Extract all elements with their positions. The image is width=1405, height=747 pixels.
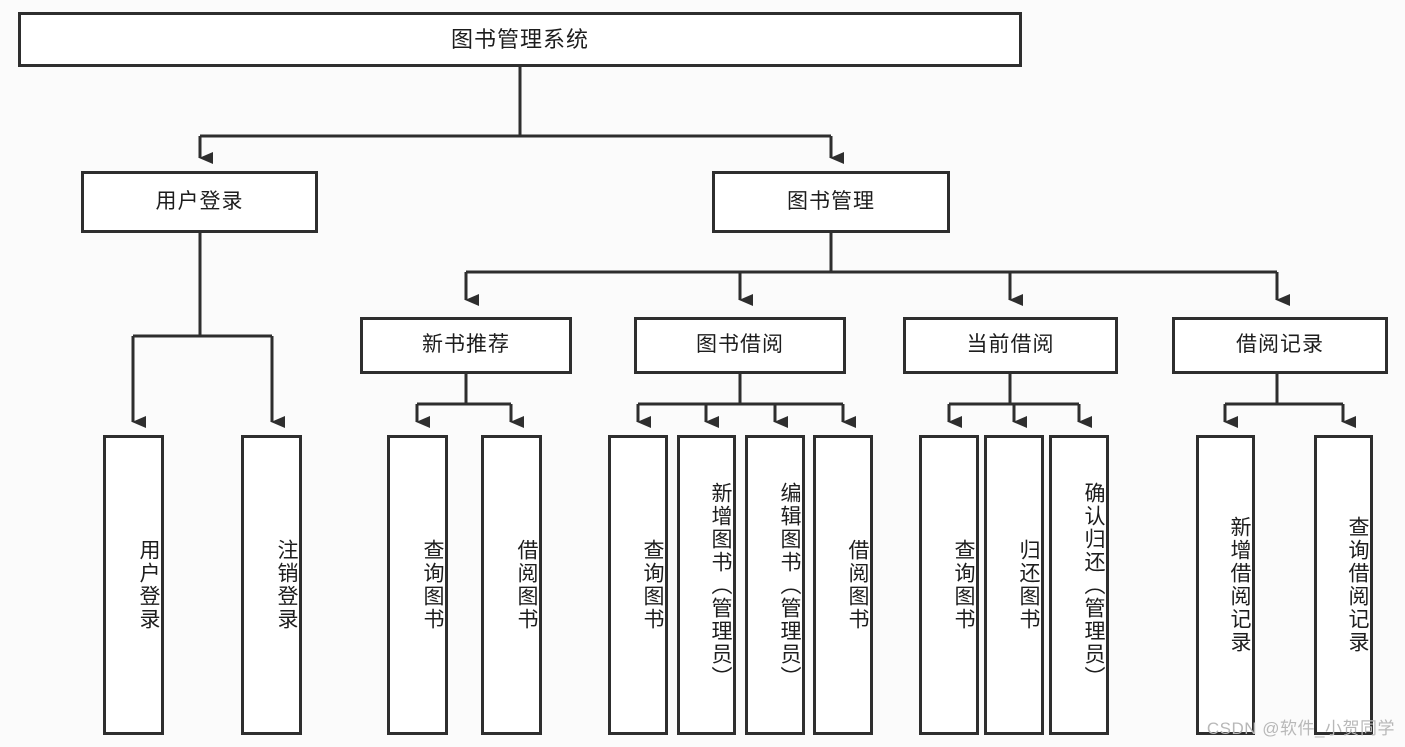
node-leaf-current-return-book-label: 归还图书 (1017, 539, 1040, 631)
node-leaf-current-query-book-label: 查询图书 (952, 539, 975, 631)
node-leaf-borrow-borrow-book[interactable]: 借阅图书 (813, 435, 873, 735)
node-book-management-label: 图书管理 (787, 189, 875, 213)
node-leaf-borrow-query-book[interactable]: 查询图书 (608, 435, 668, 735)
node-leaf-borrow-query-book-label: 查询图书 (641, 539, 664, 631)
node-leaf-record-add-label: 新增借阅记录 (1228, 516, 1251, 654)
node-leaf-borrow-add-book-label: 新增图书（管理员） (709, 481, 732, 689)
node-leaf-recommend-query-book[interactable]: 查询图书 (387, 435, 448, 735)
node-root-system[interactable]: 图书管理系统 (18, 12, 1022, 67)
node-leaf-borrow-edit-book[interactable]: 编辑图书（管理员） (745, 435, 805, 735)
node-new-book-recommend[interactable]: 新书推荐 (360, 317, 572, 374)
node-current-borrow[interactable]: 当前借阅 (903, 317, 1118, 374)
node-book-borrow-label: 图书借阅 (696, 333, 784, 357)
node-leaf-logout[interactable]: 注销登录 (241, 435, 302, 735)
node-leaf-user-login-label: 用户登录 (137, 539, 160, 631)
node-root-system-label: 图书管理系统 (450, 26, 589, 52)
node-user-login[interactable]: 用户登录 (81, 171, 318, 233)
node-leaf-current-confirm-return-label: 确认归还（管理员） (1082, 481, 1105, 689)
node-leaf-recommend-borrow-book[interactable]: 借阅图书 (481, 435, 542, 735)
node-book-borrow[interactable]: 图书借阅 (634, 317, 846, 374)
node-leaf-current-return-book[interactable]: 归还图书 (984, 435, 1044, 735)
node-leaf-record-add[interactable]: 新增借阅记录 (1196, 435, 1255, 735)
node-leaf-borrow-add-book[interactable]: 新增图书（管理员） (677, 435, 736, 735)
node-leaf-recommend-borrow-book-label: 借阅图书 (515, 539, 538, 631)
node-leaf-borrow-borrow-book-label: 借阅图书 (846, 539, 869, 631)
node-leaf-logout-label: 注销登录 (275, 539, 298, 631)
node-leaf-current-confirm-return[interactable]: 确认归还（管理员） (1049, 435, 1109, 735)
node-leaf-recommend-query-book-label: 查询图书 (421, 539, 444, 631)
node-user-login-label: 用户登录 (155, 189, 244, 213)
node-leaf-record-query-label: 查询借阅记录 (1346, 516, 1369, 654)
node-leaf-current-query-book[interactable]: 查询图书 (919, 435, 979, 735)
csdn-watermark: CSDN @软件_小贺同学 (1206, 719, 1395, 738)
node-borrow-record[interactable]: 借阅记录 (1172, 317, 1388, 374)
node-book-management[interactable]: 图书管理 (712, 171, 950, 233)
node-new-book-recommend-label: 新书推荐 (422, 333, 510, 357)
node-leaf-user-login[interactable]: 用户登录 (103, 435, 164, 735)
node-leaf-borrow-edit-book-label: 编辑图书（管理员） (778, 481, 801, 689)
node-borrow-record-label: 借阅记录 (1236, 333, 1324, 357)
node-current-borrow-label: 当前借阅 (966, 333, 1055, 357)
node-leaf-record-query[interactable]: 查询借阅记录 (1314, 435, 1373, 735)
